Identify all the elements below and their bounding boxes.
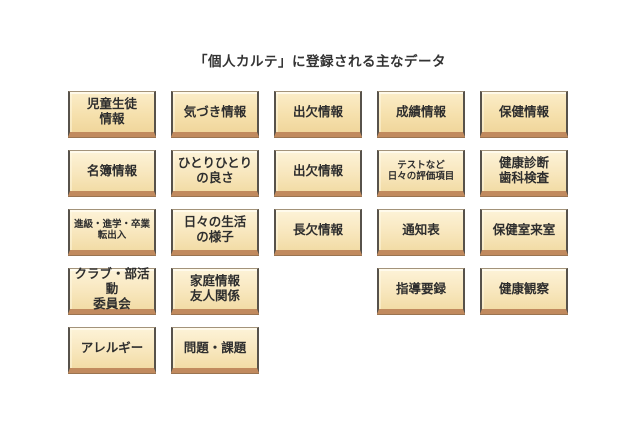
data-box-label: 保健室来室 [492,222,556,237]
page-title: 「個人カルテ」に登録される主なデータ [194,54,446,69]
data-box-label: 健康診断 歯科検査 [498,156,549,185]
data-box-label: 日々の生活 の様子 [183,215,247,244]
data-box: 出欠情報 [274,91,362,137]
data-box: 名簿情報 [68,150,156,196]
data-box: 問題・課題 [171,327,259,373]
data-box: 保健室来室 [480,209,568,255]
data-box-label: アレルギー [80,340,144,355]
data-box-label: 児童生徒 情報 [86,97,137,126]
data-box: ひとりひとり の良さ [171,150,259,196]
data-box: クラブ・部活動 委員会 [68,266,156,314]
data-box-label: 出欠情報 [292,104,343,119]
data-box-label: 保健情報 [498,104,549,119]
data-box-label: 問題・課題 [183,340,247,355]
data-box-label: 通知表 [402,222,440,237]
data-box-label: 成績情報 [395,104,446,119]
data-box-label: 指導要録 [395,281,446,296]
data-box: 健康診断 歯科検査 [480,150,568,196]
data-box: 家庭情報 友人関係 [171,268,259,314]
data-box: 健康観察 [480,268,568,314]
data-box-label: 家庭情報 友人関係 [189,274,240,303]
data-box: 気づき情報 [171,91,259,137]
data-box: 出欠情報 [274,150,362,196]
data-box-label: 名簿情報 [86,163,137,178]
data-box: 指導要録 [377,268,465,314]
data-box: 児童生徒 情報 [68,91,156,137]
data-box: テストなど 日々の評価項目 [377,150,465,196]
data-box: 進級・進学・卒業 転出入 [68,209,156,255]
data-box: 日々の生活 の様子 [171,209,259,255]
data-box-label: クラブ・部活動 委員会 [74,266,150,311]
data-box-label: ひとりひとり の良さ [177,156,253,185]
data-box-label: 気づき情報 [183,104,247,119]
data-box-label: テストなど 日々の評価項目 [387,159,455,182]
data-box-label: 出欠情報 [292,163,343,178]
data-box: アレルギー [68,327,156,373]
data-box-label: 長欠情報 [292,222,343,237]
data-box: 成績情報 [377,91,465,137]
data-box: 保健情報 [480,91,568,137]
data-box-label: 健康観察 [498,281,549,296]
data-grid: 児童生徒 情報気づき情報出欠情報成績情報保健情報名簿情報ひとりひとり の良さ出欠… [68,91,568,373]
data-box: 通知表 [377,209,465,255]
data-box-label: 進級・進学・卒業 転出入 [73,218,150,241]
data-box: 長欠情報 [274,209,362,255]
